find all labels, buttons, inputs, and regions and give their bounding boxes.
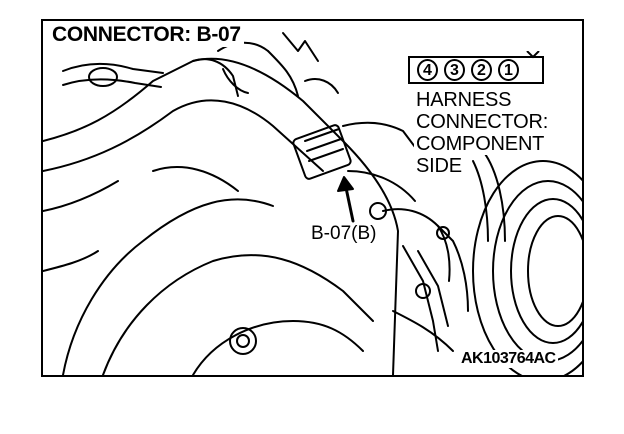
bolt [229,327,257,355]
sensor-connector [292,124,352,180]
figure-id: AK103764AC [459,350,558,368]
callout-label: B-07(B) [309,223,379,245]
connector-pin-4: 4 [417,59,438,81]
engine-bay-illustration [43,32,582,375]
harness-label-line: COMPONENT [414,133,547,155]
pin-marker-icon [526,51,540,59]
diagram-frame: CONNECTOR: B-07 4 3 2 1 HARNESS CONNECTO… [41,19,584,377]
harness-label-line: SIDE [414,155,464,177]
harness-label-line: CONNECTOR: [414,111,551,133]
connector-pin-1: 1 [498,59,519,81]
harness-connector-label: HARNESS CONNECTOR: COMPONENT SIDE [414,89,551,177]
connector-pin-2: 2 [471,59,492,81]
harness-label-line: HARNESS [414,89,514,111]
intake-manifold [43,57,399,375]
connector-pin-3: 3 [444,59,465,81]
connector-title: CONNECTOR: B-07 [49,23,244,47]
